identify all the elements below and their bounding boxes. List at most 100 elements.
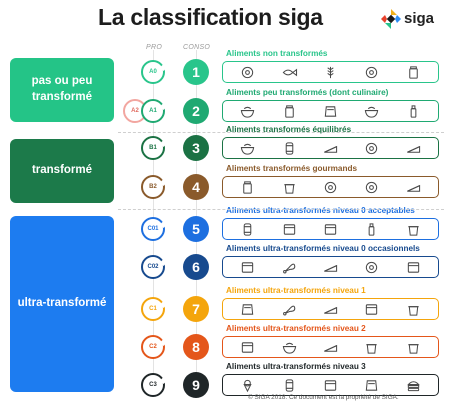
waffle-icon (363, 302, 380, 317)
pancakes-icon (363, 180, 380, 195)
toast-icon (322, 340, 339, 355)
rice-pot-icon (363, 104, 380, 119)
canned-fish-icon (239, 222, 256, 237)
category-label: Aliments ultra-transformés niveau 0 acce… (226, 206, 415, 215)
category-number: 3 (183, 135, 209, 161)
biscuit-pack-icon (239, 302, 256, 317)
conso-badge: C2 (141, 335, 165, 359)
conso-badge: A0 (141, 60, 165, 84)
snack-box-icon (322, 378, 339, 393)
food-examples-box (222, 374, 439, 396)
chips-bag-icon (363, 378, 380, 393)
category-number: 1 (183, 59, 209, 85)
group-ultra-transforme: ultra-transformé (10, 216, 114, 392)
category-number: 8 (183, 334, 209, 360)
candy-box-icon (239, 340, 256, 355)
yogurt-pot-icon (405, 222, 422, 237)
flour-bag-icon (322, 104, 339, 119)
milk-jar-icon (405, 65, 422, 80)
conso-badge: C3 (141, 373, 165, 397)
food-examples-box (222, 61, 439, 83)
fries-icon (363, 340, 380, 355)
category-label: Aliments transformés équilibrés (226, 125, 352, 134)
cheese-icon (405, 141, 422, 156)
pro-column-header: PRO (146, 44, 163, 51)
pie-icon (322, 180, 339, 195)
soda-can-icon (281, 378, 298, 393)
classification-row-7: C1 7 Aliments ultra-transformés niveau 1 (0, 286, 450, 336)
category-number: 6 (183, 254, 209, 280)
category-label: Aliments non transformés (226, 49, 328, 58)
food-examples-box (222, 336, 439, 358)
classification-row-4: B2 4 Aliments transformés gourmands (0, 164, 450, 214)
classification-row-9: C3 9 Aliments ultra-transformés niveau 3 (0, 362, 450, 411)
cookie-icon (363, 260, 380, 275)
sausage-icon (281, 302, 298, 317)
bread-icon (322, 141, 339, 156)
ice-cream-cup-icon (405, 340, 422, 355)
group-transforme: transformé (10, 139, 114, 203)
classification-row-8: C2 8 Aliments ultra-transformés niveau 2 (0, 324, 450, 374)
category-label: Aliments ultra-transformés niveau 3 (226, 362, 366, 371)
juice-carton-icon (363, 222, 380, 237)
cereal-box-icon (281, 222, 298, 237)
pasta-icon (239, 104, 256, 119)
conso-column-header: CONSO (183, 44, 211, 51)
ready-meal-tray-icon (322, 222, 339, 237)
canned-food-icon (281, 141, 298, 156)
wheat-icon (322, 65, 339, 80)
chocolate-bar-icon (405, 260, 422, 275)
food-examples-box (222, 256, 439, 278)
chicken-leg-icon (281, 260, 298, 275)
category-label: Aliments ultra-transformés niveau 2 (226, 324, 366, 333)
siga-logo-icon (381, 9, 401, 29)
food-examples-box (222, 218, 439, 240)
sandwich-icon (322, 302, 339, 317)
page-title: La classification siga (98, 4, 323, 30)
category-label: Aliments peu transformés (dont culinaire… (226, 88, 389, 97)
croissant-icon (281, 340, 298, 355)
category-label: Aliments transformés gourmands (226, 164, 358, 173)
category-number: 2 (183, 98, 209, 124)
category-number: 4 (183, 174, 209, 200)
vegetables-icon (363, 65, 380, 80)
baby-food-icon (281, 104, 298, 119)
jar-icon (239, 180, 256, 195)
fish-icon (281, 65, 298, 80)
conso-badge: B1 (141, 136, 165, 160)
conso-badge: C02 (141, 255, 165, 279)
conso-badge: B2 (141, 175, 165, 199)
salad-bowl-icon (239, 141, 256, 156)
pudding-icon (281, 180, 298, 195)
food-examples-box (222, 298, 439, 320)
oil-bottle-icon (405, 104, 422, 119)
classification-row-3: B1 3 Aliments transformés équilibrés (0, 125, 450, 175)
conso-badge: C1 (141, 297, 165, 321)
cake-slice-icon (322, 260, 339, 275)
group-separator (118, 209, 444, 210)
conso-badge: C01 (141, 217, 165, 241)
soup-box-icon (239, 260, 256, 275)
jelly-icon (405, 302, 422, 317)
conso-badge: A1 (141, 99, 165, 123)
ice-cream-cone-icon (239, 378, 256, 393)
classification-row-1: A0 1 Aliments non transformés (0, 49, 450, 99)
group-pas-ou-peu-transforme: pas ou peu transformé (10, 58, 114, 122)
food-examples-box (222, 137, 439, 159)
egg-icon (239, 65, 256, 80)
dish-icon (363, 141, 380, 156)
siga-logo: siga (380, 8, 446, 30)
siga-logo-text: siga (404, 10, 435, 27)
food-examples-box (222, 100, 439, 122)
category-number: 9 (183, 372, 209, 398)
burger-icon (405, 378, 422, 393)
camembert-icon (405, 180, 422, 195)
category-number: 5 (183, 216, 209, 242)
food-examples-box (222, 176, 439, 198)
category-label: Aliments ultra-transformés niveau 1 (226, 286, 366, 295)
category-label: Aliments ultra-transformés niveau 0 occa… (226, 244, 420, 253)
category-number: 7 (183, 296, 209, 322)
classification-row-6: C02 6 Aliments ultra-transformés niveau 0 … (0, 244, 450, 294)
